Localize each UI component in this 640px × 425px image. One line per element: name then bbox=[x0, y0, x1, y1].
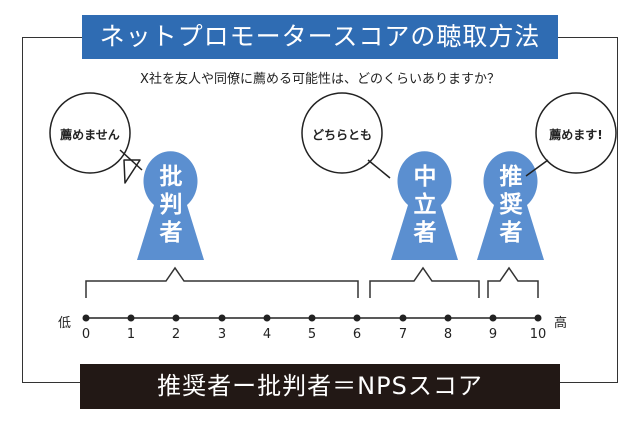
passive-label-char: 者 bbox=[413, 220, 437, 246]
promoter-label-char: 推 bbox=[499, 164, 523, 190]
scale-tick-label: 1 bbox=[126, 327, 136, 342]
detractor-label-char: 者 bbox=[159, 220, 183, 246]
promoter-bubble-text: 薦めます! bbox=[549, 128, 603, 142]
scale-tick-label: 0 bbox=[81, 327, 91, 342]
promoter-bracket bbox=[487, 266, 539, 298]
passive-label-char: 立 bbox=[413, 192, 437, 218]
scale-tick-label: 6 bbox=[352, 327, 362, 342]
scale-dot bbox=[82, 314, 90, 322]
passive-label-char: 中 bbox=[413, 164, 437, 190]
nps-formula: 推奨者ー批判者＝NPSスコア bbox=[80, 364, 560, 409]
scale-dot bbox=[353, 314, 361, 322]
detractor-figure bbox=[137, 151, 204, 260]
scale-dot bbox=[127, 314, 135, 322]
passive-bubble-text: どちらとも bbox=[311, 128, 372, 142]
survey-question: X社を友人や同僚に薦める可能性は、どのくらいありますか？ bbox=[140, 72, 500, 87]
scale-tick-label: 9 bbox=[488, 327, 498, 342]
scale-dot bbox=[534, 314, 542, 322]
passive-speech-bubble bbox=[301, 92, 391, 179]
promoter-speech-bubble bbox=[525, 92, 617, 177]
scale-dot bbox=[172, 314, 180, 322]
detractor-speech-bubble bbox=[49, 92, 143, 184]
scale-dot bbox=[263, 314, 271, 322]
scale-low-label: 低 bbox=[58, 316, 72, 331]
scale-tick-label: 2 bbox=[171, 327, 181, 342]
page-title: ネットプロモータースコアの聴取方法 bbox=[82, 15, 558, 59]
detractor-label-char: 判 bbox=[159, 192, 183, 218]
scale-dot bbox=[399, 314, 407, 322]
scale-high-label: 高 bbox=[554, 316, 568, 331]
passive-label: 中 立 者 bbox=[410, 163, 440, 247]
detractor-label-char: 批 bbox=[159, 164, 183, 190]
scale-tick-label: 3 bbox=[217, 327, 227, 342]
scale-dot bbox=[308, 314, 316, 322]
scale-tick-label: 7 bbox=[398, 327, 408, 342]
scale-tick-label: 10 bbox=[529, 327, 547, 342]
detractor-bubble-text: 薦めません bbox=[60, 128, 120, 142]
promoter-label-char: 者 bbox=[499, 220, 523, 246]
scale-dot bbox=[218, 314, 226, 322]
scale-dots bbox=[82, 314, 542, 322]
promoter-label-char: 奨 bbox=[499, 192, 523, 218]
scale-tick-label: 4 bbox=[262, 327, 272, 342]
scale-dot bbox=[444, 314, 452, 322]
scale-tick-label: 8 bbox=[443, 327, 453, 342]
detractor-bracket bbox=[85, 266, 359, 298]
promoter-label: 推 奨 者 bbox=[496, 163, 526, 247]
detractor-label: 批 判 者 bbox=[156, 163, 186, 247]
scale-dot bbox=[489, 314, 497, 322]
promoter-figure bbox=[477, 151, 544, 260]
passive-bracket bbox=[369, 266, 480, 298]
scale-tick-label: 5 bbox=[307, 327, 317, 342]
passive-figure bbox=[391, 151, 458, 260]
